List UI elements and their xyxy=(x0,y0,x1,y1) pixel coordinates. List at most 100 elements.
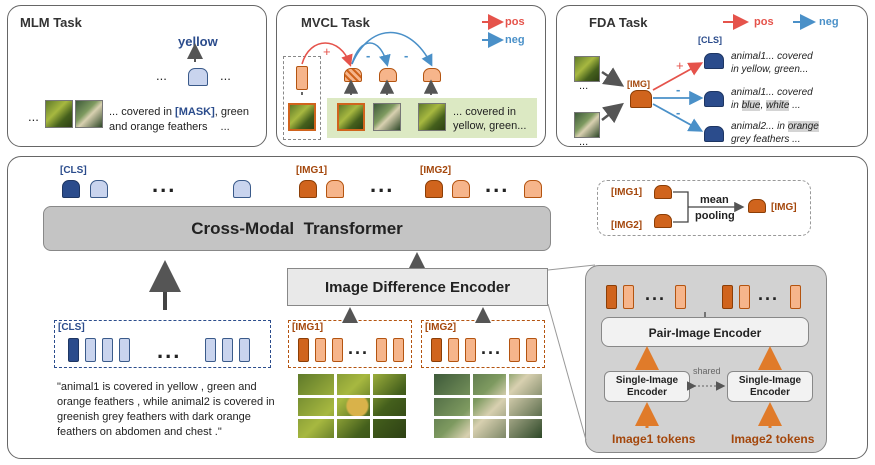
fda-neg-arrow-2 xyxy=(652,103,704,132)
mvcl-minus-1: - xyxy=(366,48,370,63)
mlm-lead-dots: ... xyxy=(28,109,39,124)
in-text-token-1 xyxy=(85,338,96,362)
in-text-token-2 xyxy=(102,338,113,362)
fda-text-3-a: animal2... in xyxy=(731,121,788,132)
in-img1-patch-1 xyxy=(315,338,326,362)
enc-out-token-2 xyxy=(623,285,634,309)
in-img1-patch-2 xyxy=(332,338,343,362)
out-img2-patch-1 xyxy=(452,180,470,198)
in-text-token-5 xyxy=(222,338,233,362)
cross-modal-transformer-label: Cross-Modal Transformer xyxy=(191,219,403,238)
out-img1-label: [IMG1] xyxy=(296,165,328,176)
mvcl-view-image xyxy=(337,103,365,131)
enc-out-token-6 xyxy=(790,285,801,309)
fda-text-3-orange: orange xyxy=(787,121,819,132)
fda-text-3-line2: grey feathers ... xyxy=(731,134,801,145)
mvcl-caption: ... covered in yellow, green... xyxy=(453,106,527,132)
pool-mean-label: mean xyxy=(700,194,729,206)
enc-out-token-1 xyxy=(606,285,617,309)
in-img1-token xyxy=(298,338,309,362)
pool-img2-token xyxy=(654,214,672,228)
in-img2-patch-2 xyxy=(465,338,476,362)
zoom-line-bottom xyxy=(547,303,587,441)
out-dots-2: ... xyxy=(370,172,395,197)
fda-text-1-line1: animal1... covered xyxy=(731,51,813,62)
fda-cls-token-2 xyxy=(704,91,724,107)
image-difference-encoder-label: Image Difference Encoder xyxy=(324,279,511,296)
fda-text-1: animal1... covered in yellow, green... xyxy=(731,50,813,76)
out-img2-label: [IMG2] xyxy=(420,165,452,176)
in-text-token-4 xyxy=(205,338,216,362)
fda-image-2 xyxy=(574,112,600,138)
single-image-encoder-1-label: Single-Image Encoder xyxy=(615,375,679,398)
image1-patches xyxy=(298,374,406,438)
mlm-text-post: , green xyxy=(214,106,250,118)
fda-dots-2: ... xyxy=(579,136,589,148)
mlm-caption-line1: ... covered in [MASK], green xyxy=(109,106,249,118)
in-img1-patch-4 xyxy=(393,338,404,362)
text-token-group xyxy=(54,320,271,368)
pool-img1-token xyxy=(654,185,672,199)
out-text-token-2 xyxy=(233,180,251,198)
fda-cls-label: [CLS] xyxy=(698,35,722,45)
pair-image-encoder: Pair-Image Encoder xyxy=(601,317,809,347)
mlm-image-patch-1 xyxy=(45,100,73,128)
fda-image-1 xyxy=(574,56,600,82)
mvcl-image-2 xyxy=(373,103,401,131)
mlm-text-pre: ... covered in xyxy=(109,106,176,118)
fda-text-2-line2: in blue, white ... xyxy=(731,99,813,112)
in-img2-dots: ... xyxy=(481,338,503,358)
mlm-dots-right: ... xyxy=(220,68,231,83)
mlm-image-patch-2 xyxy=(75,100,103,128)
mlm-mask: [MASK] xyxy=(175,106,215,118)
single-image-encoder-2: Single-Image Encoder xyxy=(727,371,813,402)
fda-text-2-end: ... xyxy=(789,100,801,111)
mlm-text-line2: and orange feathers xyxy=(109,121,208,133)
fda-pos-legend: pos xyxy=(754,16,774,28)
fda-text-1-line2: in yellow, green... xyxy=(731,64,809,75)
mvcl-anchor-image xyxy=(288,103,316,131)
mlm-panel: MLM Task yellow ... ... ... ... covered … xyxy=(7,5,267,147)
zoom-line-top xyxy=(547,264,596,271)
out-img2-token xyxy=(425,180,443,198)
fda-panel: FDA Task pos neg ... ... [IMG] [CLS] ani… xyxy=(556,5,868,148)
out-text-token-1 xyxy=(90,180,108,198)
enc-out-token-3 xyxy=(675,285,686,309)
mlm-dots-left: ... xyxy=(156,68,167,83)
out-dots-3: ... xyxy=(485,172,510,197)
image-difference-encoder: Image Difference Encoder xyxy=(287,268,548,306)
pool-img2-label: [IMG2] xyxy=(611,220,643,231)
mvcl-image-3 xyxy=(418,103,446,131)
fda-text-2-comma: , xyxy=(760,100,767,111)
fda-img2-arrow xyxy=(601,102,624,124)
fda-text-3-line1: animal2... in orange xyxy=(731,120,819,133)
mvcl-anchor-token xyxy=(296,66,308,90)
fda-neg-legend: neg xyxy=(819,16,839,28)
mvcl-neg-legend: neg xyxy=(505,34,525,46)
mvcl-pos-arc xyxy=(301,42,353,67)
fda-minus-2: - xyxy=(676,105,680,120)
in-img2-patch-1 xyxy=(448,338,459,362)
in-img1-label: [IMG1] xyxy=(292,322,324,333)
shared-label: shared xyxy=(693,366,721,376)
in-img2-token xyxy=(431,338,442,362)
out-img2-patch-2 xyxy=(524,180,542,198)
fda-text-2-blue: blue xyxy=(741,100,761,111)
enc-out-dots-1: ... xyxy=(645,284,667,304)
in-img2-label: [IMG2] xyxy=(425,322,457,333)
mvcl-plus: + xyxy=(323,44,331,59)
fda-title: FDA Task xyxy=(589,15,648,30)
pair-image-encoder-label: Pair-Image Encoder xyxy=(648,326,762,340)
fda-img-label: [IMG] xyxy=(627,79,650,89)
fda-img-token xyxy=(630,90,652,108)
mlm-trail: ... xyxy=(220,121,230,133)
mvcl-pos-legend: pos xyxy=(505,16,525,28)
fda-text-2: animal1... covered in blue, white ... xyxy=(731,86,813,112)
in-text-token-3 xyxy=(119,338,130,362)
out-cls-token xyxy=(62,180,80,198)
mvcl-minus-2: - xyxy=(404,48,408,63)
mlm-output-token xyxy=(188,68,208,86)
fda-text-3: animal2... in orange grey feathers ... xyxy=(731,120,819,146)
image1-tokens-label: Image1 tokens xyxy=(612,432,696,446)
